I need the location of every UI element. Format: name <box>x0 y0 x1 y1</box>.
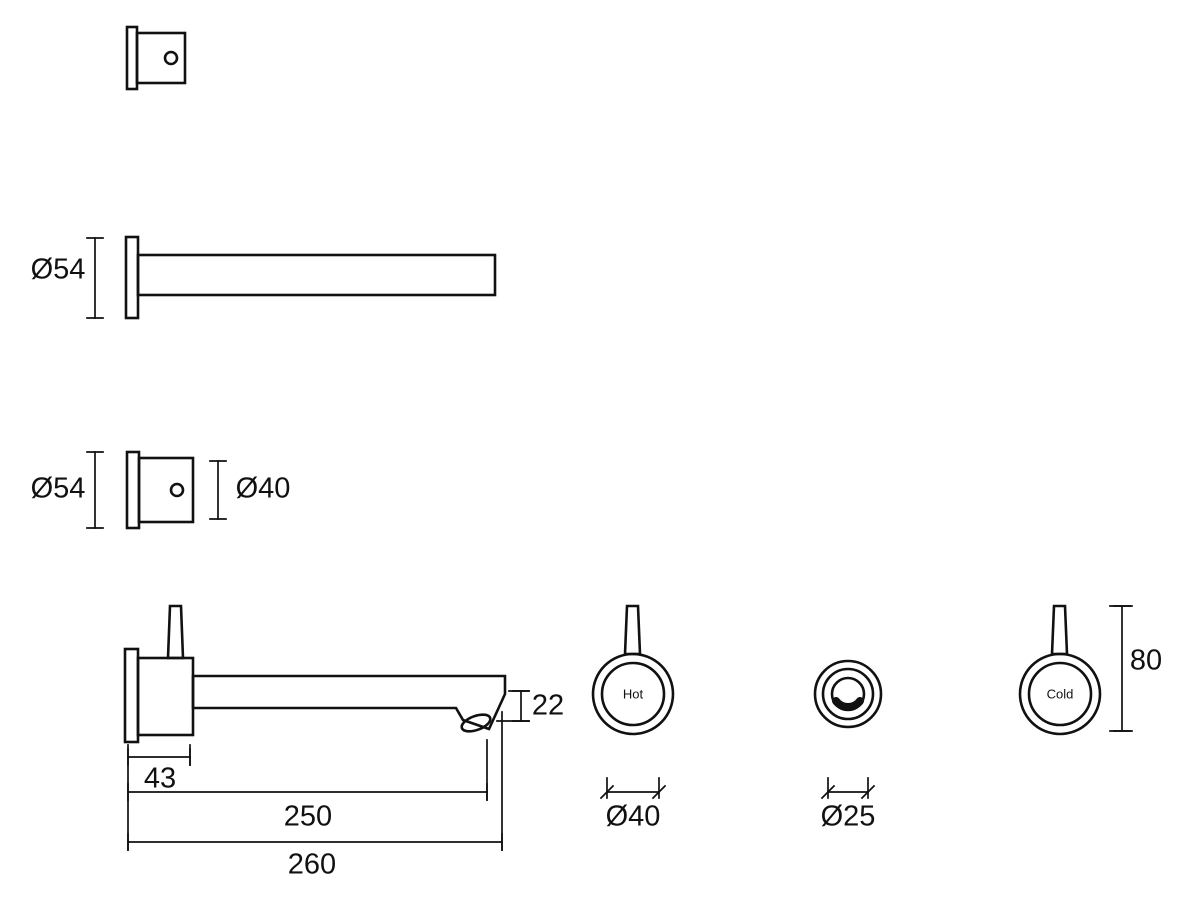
spout-side-view <box>124 235 497 320</box>
aerator-shadow <box>832 697 864 711</box>
dim-handle-height: 80 <box>1130 645 1162 677</box>
wall-flange <box>125 450 141 530</box>
handle-body <box>137 456 195 524</box>
hot-label: Hot <box>623 686 644 701</box>
dim-hot-handle-diameter: Ø40 <box>606 801 661 833</box>
nozzle-outlet-ring <box>460 713 492 733</box>
dim-handle-body-diameter: Ø40 <box>236 473 291 505</box>
set-screw <box>169 482 185 498</box>
mixer-body <box>136 656 195 737</box>
outlet-front <box>813 659 883 729</box>
dim-overall-reach: 260 <box>288 849 336 881</box>
set-screw <box>163 50 179 66</box>
dim-spout-reach: 250 <box>284 801 332 833</box>
spout-tube-nozzle <box>191 674 507 731</box>
handle-inner-circle <box>1027 661 1093 727</box>
wall-flange <box>123 647 140 744</box>
wall-flange <box>125 25 139 91</box>
assembly-side-view <box>123 604 507 744</box>
handle-side-view <box>125 450 195 530</box>
hot-handle-front <box>591 604 675 736</box>
dim-outlet-diameter: Ø25 <box>821 801 876 833</box>
outlet-ring <box>821 667 875 721</box>
cold-handle-front <box>1018 604 1102 736</box>
handle-inner-circle <box>600 661 666 727</box>
spout-tube <box>136 253 497 297</box>
dim-handle-plate-diameter: Ø54 <box>31 473 86 505</box>
handle-side-detail <box>125 25 187 91</box>
lever-handle <box>1050 604 1069 656</box>
wall-flange <box>124 235 140 320</box>
handle-outer-circle <box>591 652 675 736</box>
outlet-outer-circle <box>813 659 883 729</box>
handle-body <box>135 31 187 85</box>
cold-label: Cold <box>1047 686 1074 701</box>
dimension-labels: Ø54 Ø54 Ø40 22 43 250 260 Ø40 Ø25 80 Hot… <box>31 254 1163 881</box>
dim-spout-plate-diameter: Ø54 <box>31 254 86 286</box>
lever-handle <box>166 604 185 660</box>
dim-body-depth: 43 <box>144 763 176 795</box>
dimension-lines <box>86 237 1133 851</box>
handle-outer-circle <box>1018 652 1102 736</box>
dim-spout-tube-drop: 22 <box>532 690 564 722</box>
lever-handle <box>623 604 642 656</box>
